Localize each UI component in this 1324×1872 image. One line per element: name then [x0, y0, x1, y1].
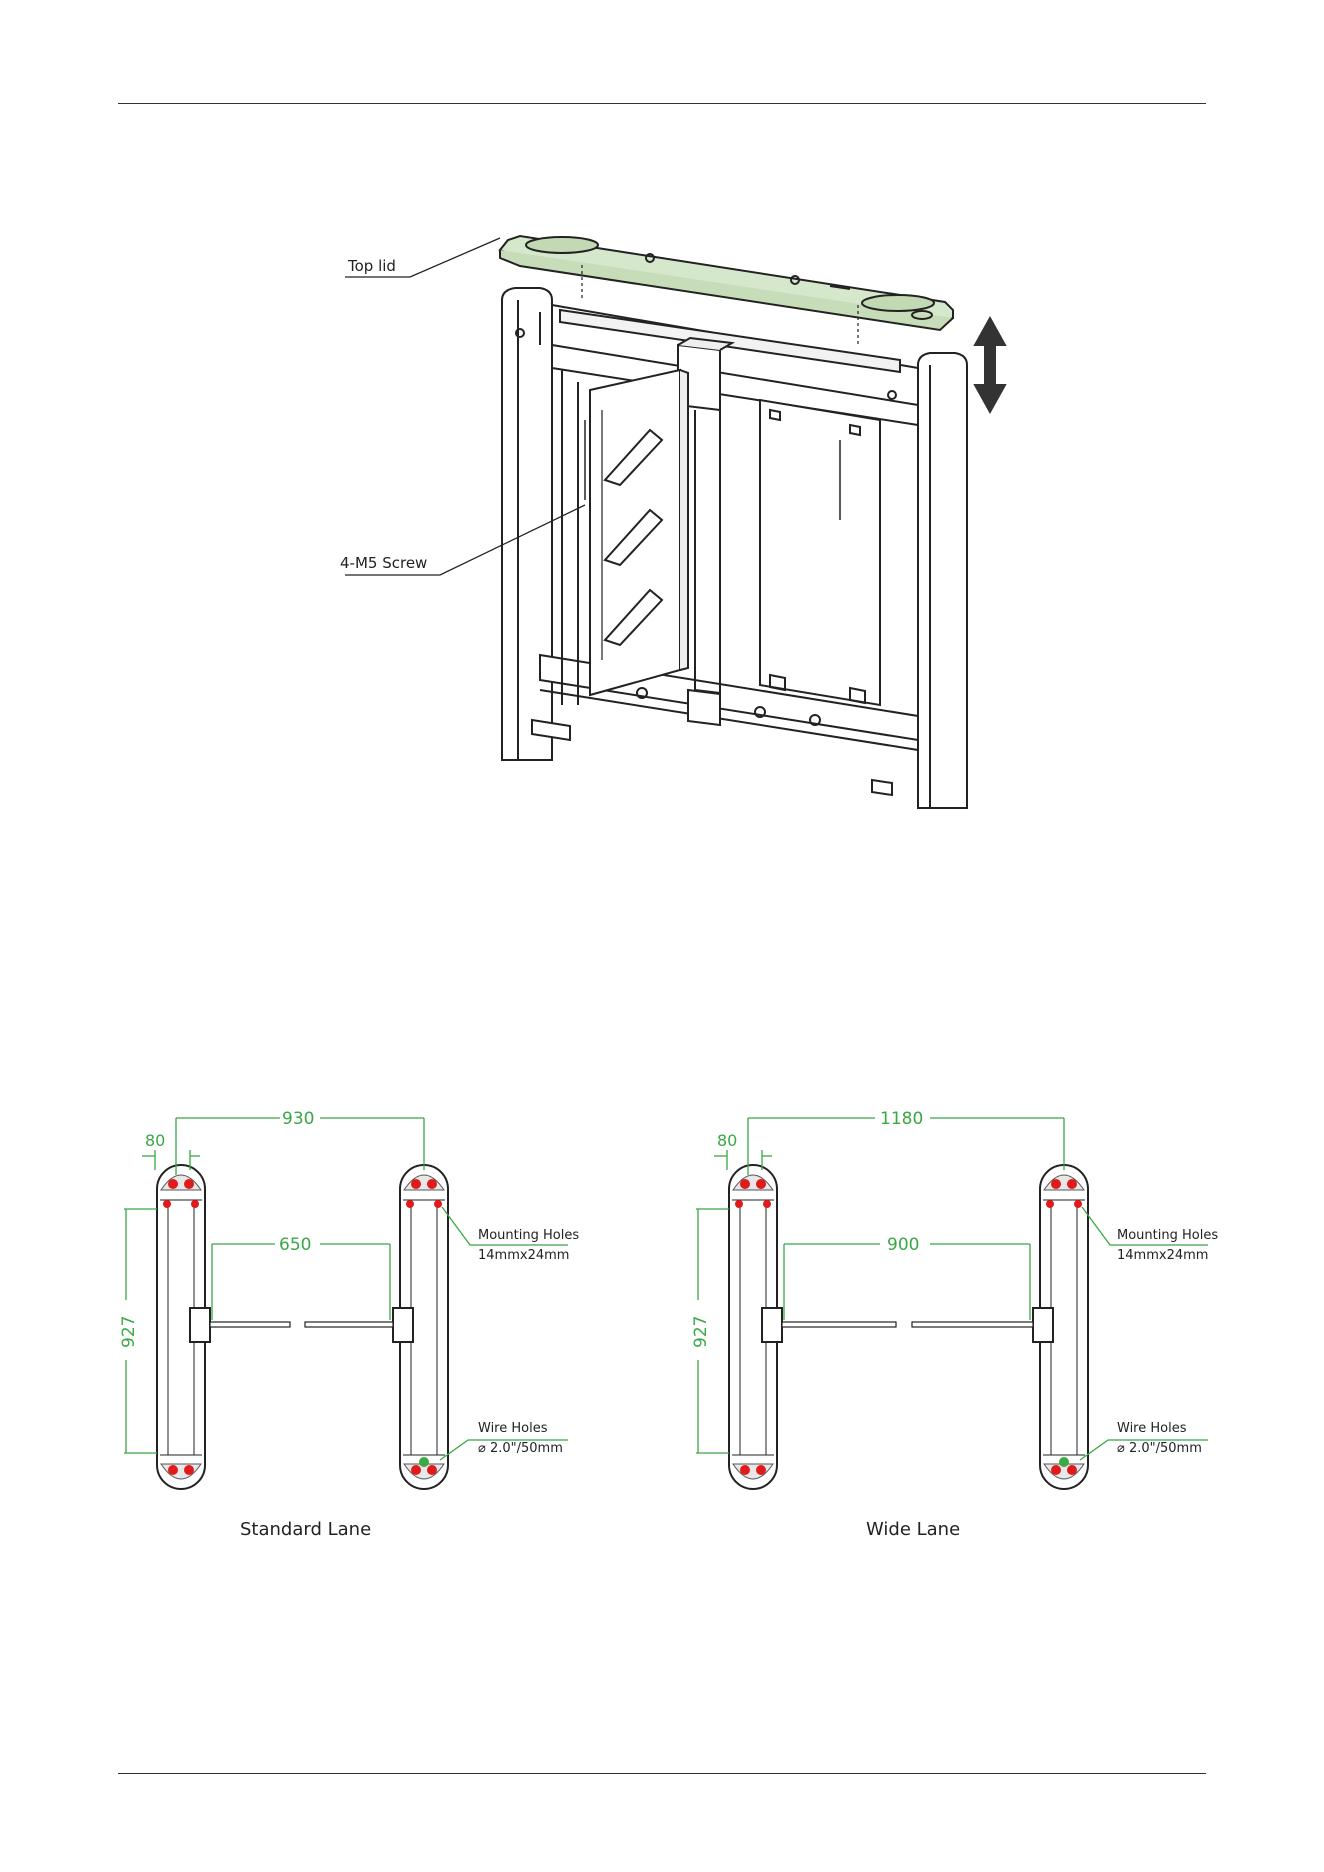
wide-dim-length: 927 — [691, 1316, 711, 1348]
std-caption: Standard Lane — [240, 1519, 371, 1540]
wide-mounting-label: Mounting Holes — [1117, 1228, 1218, 1243]
std-mounting-size: 14mmx24mm — [478, 1248, 569, 1263]
lift-arrow — [975, 318, 1005, 412]
wide-mounting-size: 14mmx24mm — [1117, 1248, 1208, 1263]
std-dim-inner: 650 — [279, 1235, 311, 1255]
wide-lane-plan: 1180 80 900 927 Mounting Holes 14mmx24mm… — [691, 1109, 1218, 1540]
std-mounting-label: Mounting Holes — [478, 1228, 579, 1243]
wide-dim-outer: 1180 — [880, 1109, 923, 1129]
standard-lane-plan: 930 80 650 927 Mounting Holes 14mmx24mm … — [119, 1109, 579, 1540]
std-wire-hole — [419, 1457, 429, 1467]
side-panel — [760, 400, 880, 705]
std-dim-width: 80 — [145, 1131, 165, 1150]
wide-wire-label: Wire Holes — [1117, 1421, 1187, 1436]
wide-caption: Wide Lane — [866, 1519, 960, 1540]
std-dim-length: 927 — [119, 1316, 139, 1348]
flap-panel — [590, 370, 688, 695]
wide-dim-width: 80 — [717, 1131, 737, 1150]
wide-wire-size: ⌀ 2.0"/50mm — [1117, 1441, 1202, 1456]
screw-label: 4-M5 Screw — [340, 554, 427, 572]
std-dim-outer: 930 — [282, 1109, 314, 1129]
top-lid-label: Top lid — [347, 257, 396, 275]
std-wire-label: Wire Holes — [478, 1421, 548, 1436]
wide-dim-inner: 900 — [887, 1235, 919, 1255]
wide-wire-hole — [1059, 1457, 1069, 1467]
cabinet-frame — [502, 288, 967, 808]
turnstile-exploded-figure — [345, 236, 1005, 808]
std-wire-size: ⌀ 2.0"/50mm — [478, 1441, 563, 1456]
